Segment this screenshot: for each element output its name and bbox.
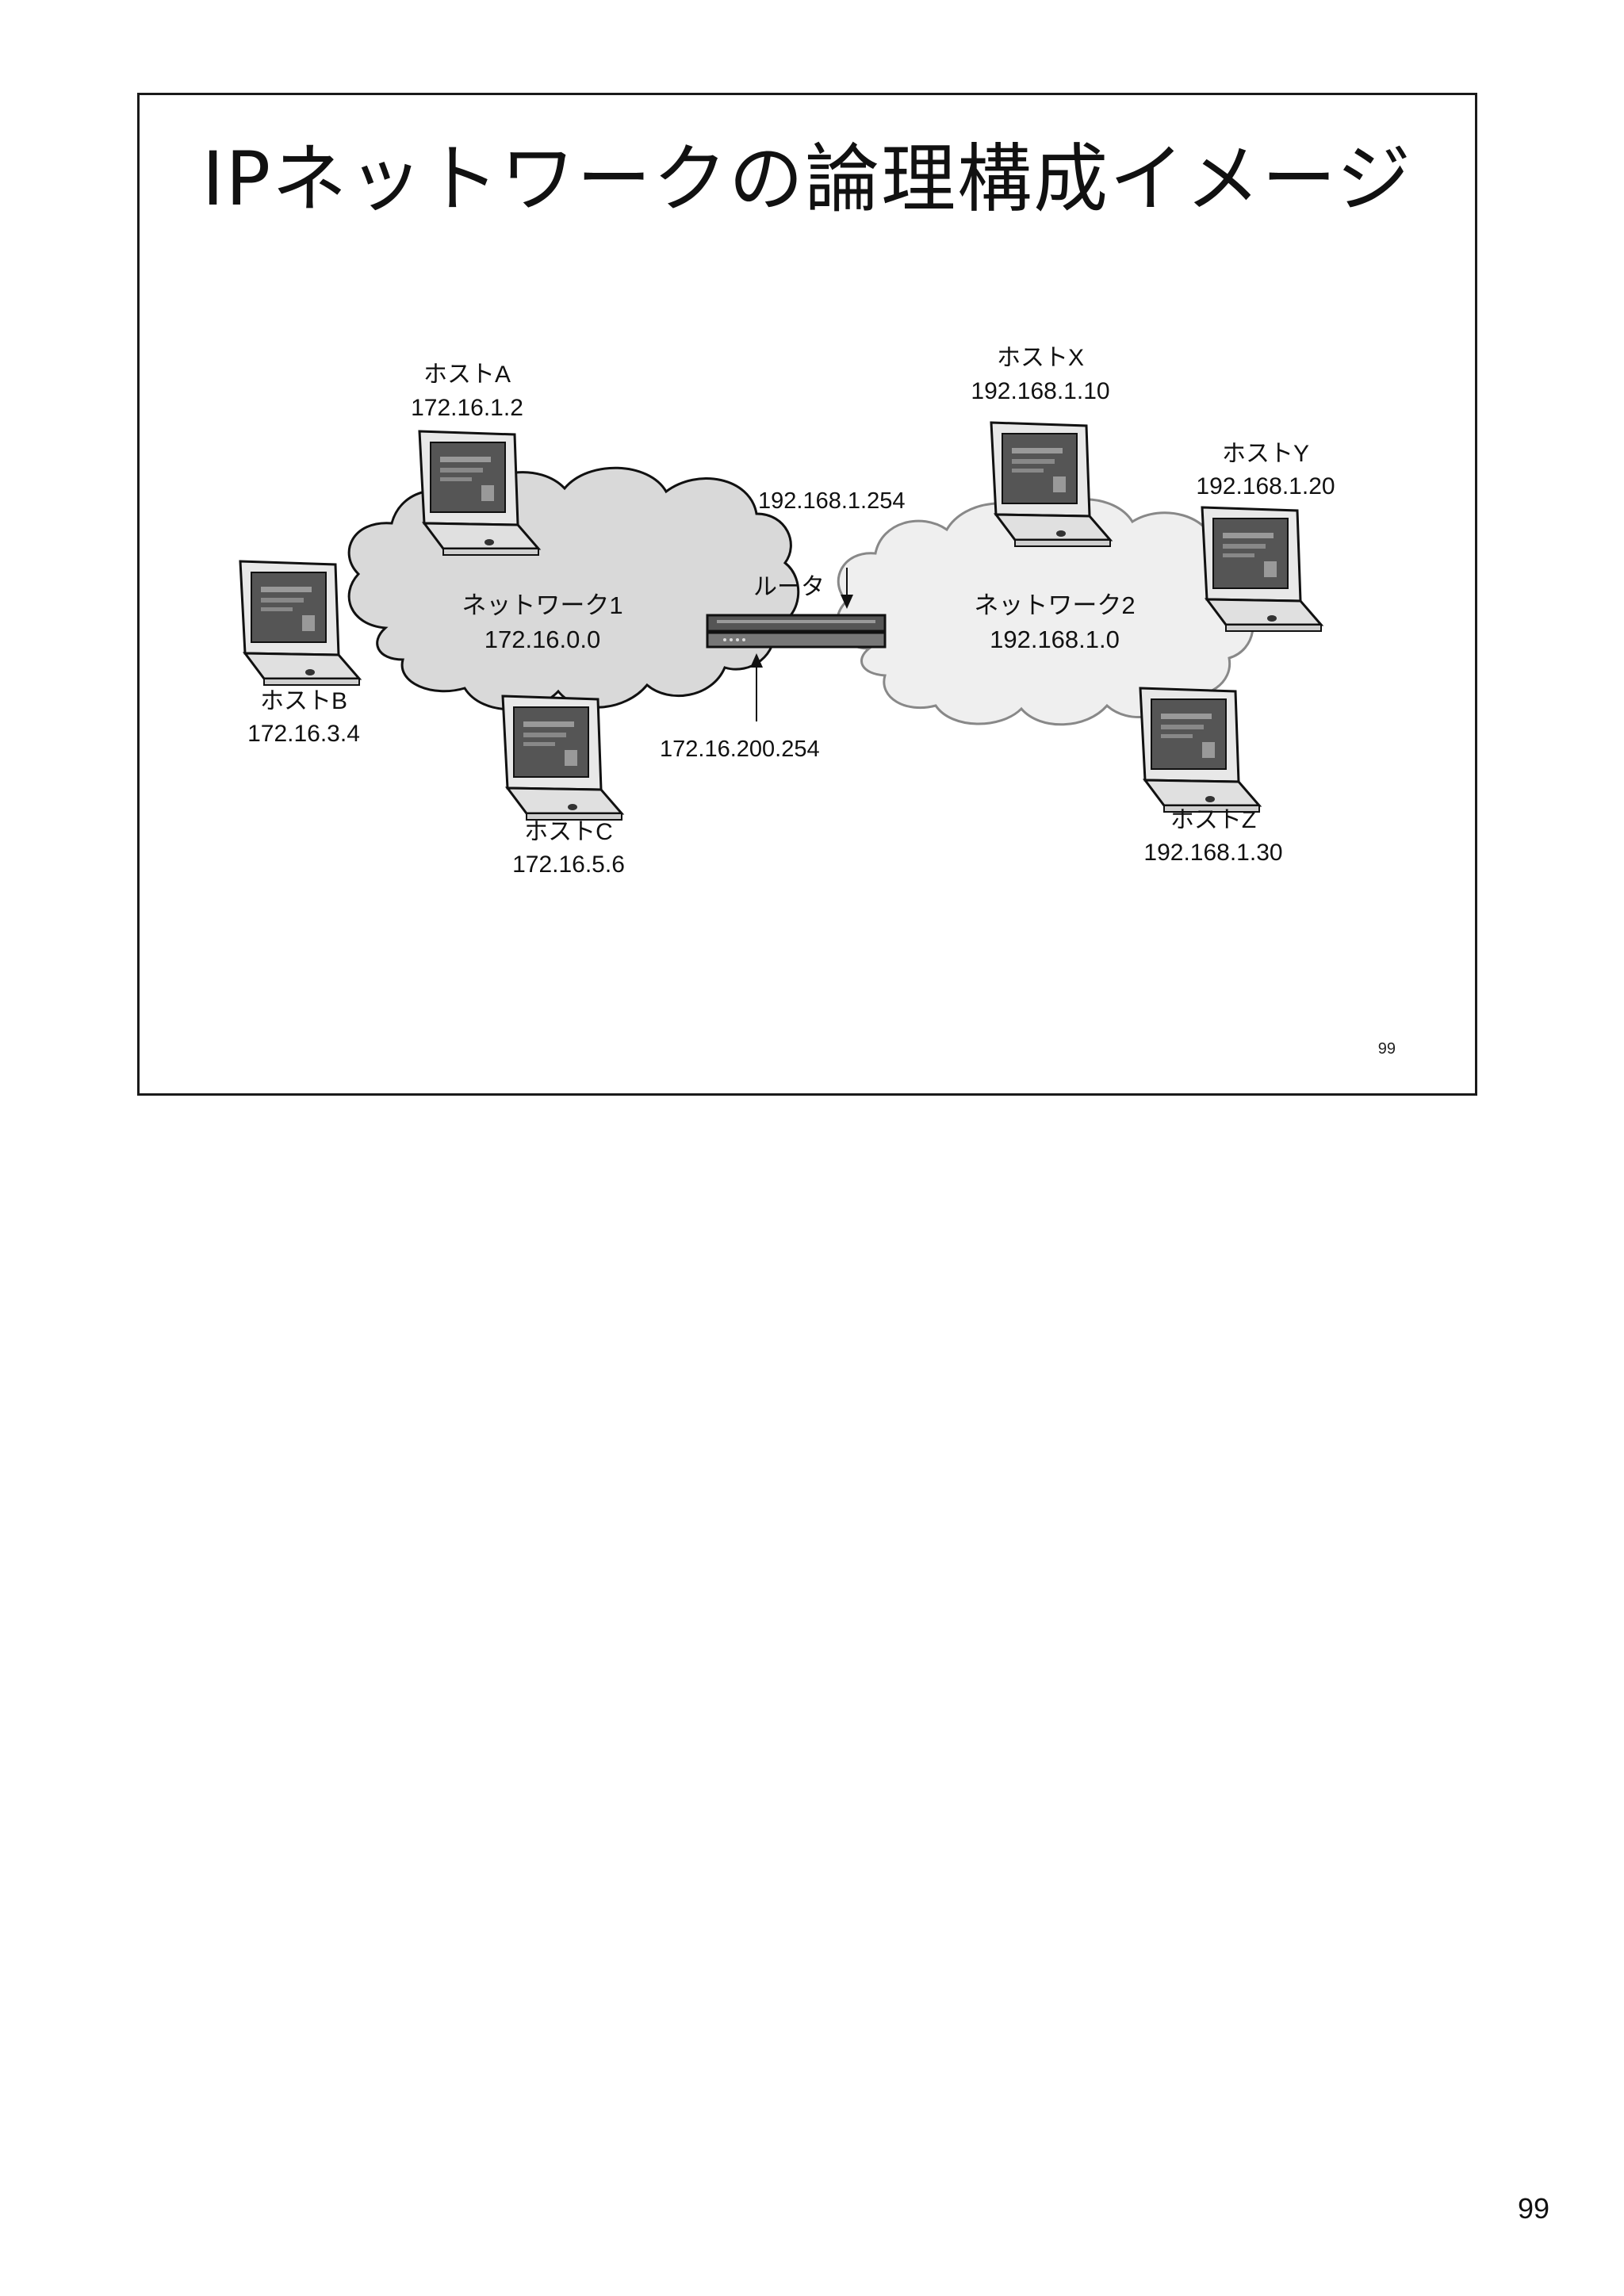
network-2-name: ネットワーク2 (974, 591, 1135, 619)
laptop-icon-host-b (239, 560, 361, 687)
host-b-name: ホストB (260, 688, 347, 714)
slide-number: 99 (1377, 1040, 1396, 1058)
router-interface-network1: 172.16.200.254 (660, 737, 820, 762)
host-c-ip: 172.16.5.6 (512, 851, 625, 878)
arrow-to-router-bottom (750, 653, 763, 721)
slide-title: IPネットワークの論理構成イメージ (201, 136, 1413, 223)
laptop-icon-host-c (501, 695, 623, 821)
host-y-ip: 192.168.1.20 (1196, 473, 1335, 499)
network-1-cloud (347, 466, 800, 711)
router-label: ルータ (753, 574, 825, 600)
router-interface-network2: 192.168.1.254 (758, 488, 905, 514)
host-y-name: ホストY (1222, 441, 1309, 467)
network-2-address: 192.168.1.0 (990, 626, 1120, 653)
slide-frame: IPネットワークの論理構成イメージ (137, 93, 1477, 1096)
host-x-ip: 192.168.1.10 (971, 378, 1109, 404)
network-1-name: ネットワーク1 (462, 591, 622, 619)
host-x-name: ホストX (997, 345, 1084, 371)
host-b-ip: 172.16.3.4 (247, 721, 360, 747)
network-diagram: ネットワーク1 172.16.0.0 ネットワーク2 192.168.1.0 ル… (239, 345, 1335, 878)
arrow-to-router-top (841, 568, 853, 609)
laptop-icon-host-z (1139, 687, 1261, 813)
host-z-ip: 192.168.1.30 (1143, 840, 1282, 866)
host-a-ip: 172.16.1.2 (411, 395, 523, 421)
host-z-name: ホストZ (1170, 807, 1256, 833)
laptop-icon-host-y (1201, 506, 1323, 633)
host-a-name: ホストA (423, 362, 511, 388)
router-icon (706, 614, 887, 649)
network-1-address: 172.16.0.0 (485, 626, 601, 653)
page-number: 99 (1518, 2192, 1550, 2225)
host-c-name: ホストC (524, 819, 613, 845)
laptop-icon-host-x (990, 421, 1112, 548)
